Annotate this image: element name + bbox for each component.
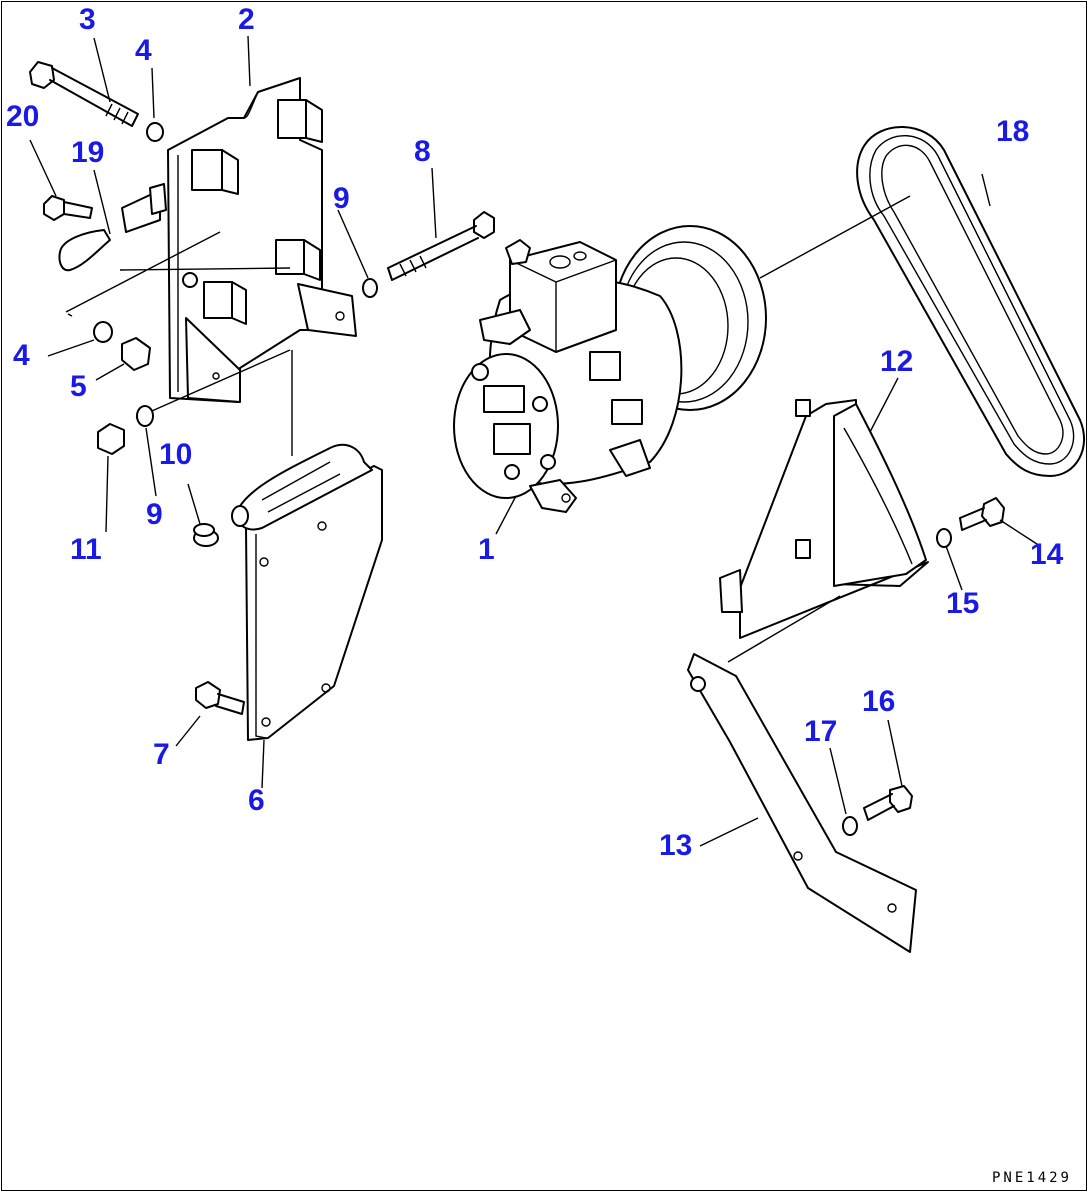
- bracket-part-12: [719, 399, 929, 639]
- washer-part-17: [842, 816, 858, 836]
- bolt-part-14: [959, 497, 1005, 531]
- mounting-plate-part-2: [167, 77, 357, 403]
- compressor-part-1: [453, 225, 767, 513]
- bolt-part-3: [29, 61, 139, 127]
- belt-part-18: [856, 126, 1085, 477]
- callout-leader-lines: [29, 35, 1041, 847]
- callout-20: 20: [6, 100, 40, 133]
- callout-15: 15: [946, 587, 980, 620]
- washer-part-9-lower: [136, 405, 154, 427]
- washer-part-4-upper: [146, 122, 164, 142]
- callout-4-upper: 4: [135, 34, 152, 67]
- callout-4-lower: 4: [13, 339, 30, 372]
- callout-10: 10: [159, 438, 193, 471]
- brace-part-13: [687, 653, 917, 953]
- spacer-part-10: [193, 523, 219, 547]
- leader-line-belt: [759, 195, 911, 279]
- leader-line-brace: [727, 595, 841, 663]
- callout-7: 7: [153, 738, 170, 771]
- callout-9-lower: 9: [146, 498, 163, 531]
- washer-part-15: [936, 528, 952, 548]
- callout-2: 2: [238, 3, 255, 36]
- callout-17: 17: [804, 715, 838, 748]
- callout-8: 8: [414, 135, 431, 168]
- callout-1: 1: [478, 533, 495, 566]
- callout-3: 3: [79, 3, 96, 36]
- callout-16: 16: [862, 685, 896, 718]
- washer-part-9-upper: [362, 278, 378, 298]
- bolt-part-20: [43, 195, 93, 221]
- bracket-part-6: [231, 443, 383, 741]
- leader-line-washer: [135, 349, 291, 419]
- figure-code: PNE1429: [991, 1170, 1072, 1186]
- clip-part-19: [58, 183, 167, 272]
- callout-12: 12: [880, 345, 914, 378]
- bolt-part-8: [387, 211, 495, 281]
- nut-part-11: [97, 423, 125, 455]
- washer-part-4-lower: [93, 321, 113, 343]
- bolt-part-16: [863, 785, 913, 821]
- nut-part-5: [121, 337, 151, 371]
- callout-14: 14: [1030, 538, 1064, 571]
- callout-9-upper: 9: [333, 182, 350, 215]
- bolt-part-7: [195, 681, 245, 715]
- callout-5: 5: [70, 370, 87, 403]
- callout-18: 18: [996, 115, 1030, 148]
- callout-19: 19: [71, 136, 105, 169]
- leader-lines-plate: [65, 231, 291, 317]
- callout-6: 6: [248, 784, 265, 817]
- callout-11: 11: [70, 533, 102, 566]
- callout-13: 13: [659, 829, 693, 862]
